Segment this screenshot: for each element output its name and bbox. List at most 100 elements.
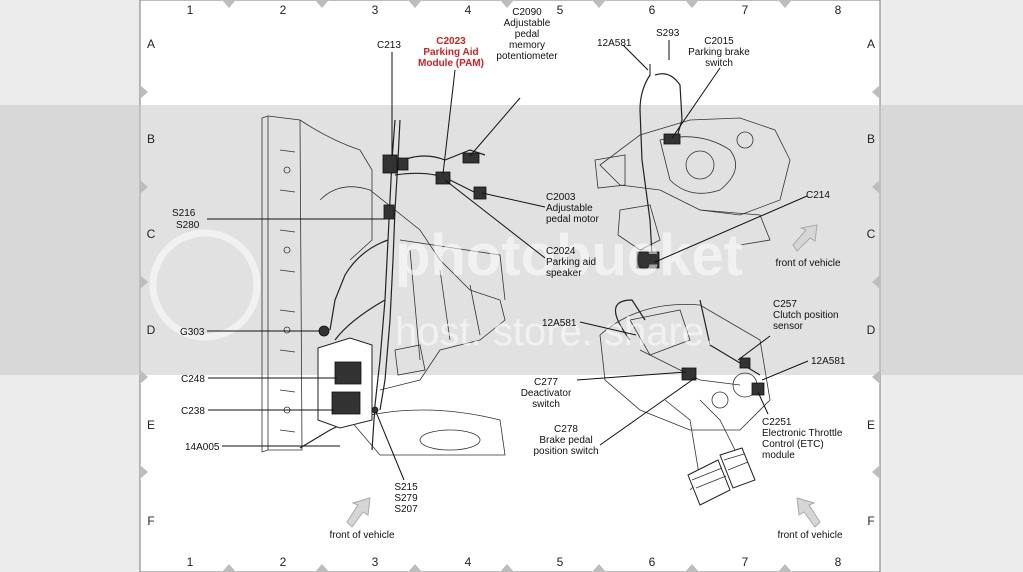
- label-c257-line2: Clutch position: [773, 310, 839, 321]
- row-label: A: [867, 37, 875, 51]
- label-c257-line3: sensor: [773, 321, 804, 332]
- col-label: 6: [649, 3, 656, 17]
- label-c2090-line3: pedal: [515, 29, 539, 40]
- label-c277-id: C277: [534, 377, 558, 388]
- label-s280: S280: [176, 220, 200, 231]
- callouts-right: 12A581 S293 C2015 Parking brake switch C…: [521, 28, 846, 541]
- col-label: 3: [372, 3, 379, 17]
- grid-rows-left: A B C D E F: [147, 37, 156, 528]
- label-c2024-line3: speaker: [546, 268, 582, 279]
- label-c2023-id: C2023: [436, 36, 466, 47]
- col-label: 5: [557, 555, 564, 569]
- label-c277-line2: Deactivator: [521, 388, 572, 399]
- label-c278-line3: position switch: [533, 446, 598, 457]
- col-label: 6: [649, 555, 656, 569]
- label-c2015-line2: Parking brake: [688, 47, 750, 58]
- watermark-band: [0, 105, 1023, 375]
- row-label: E: [147, 418, 155, 432]
- label-c248: C248: [181, 374, 205, 385]
- callouts-left: C213 C2023 Parking Aid Module (PAM) C209…: [172, 7, 599, 541]
- connector-c213: [382, 154, 398, 174]
- ground-g303: [318, 325, 330, 337]
- row-label: C: [147, 227, 156, 241]
- label-front-of-vehicle: front of vehicle: [775, 258, 840, 269]
- label-s293: S293: [656, 28, 680, 39]
- label-c214: C214: [806, 190, 830, 201]
- row-label: B: [867, 132, 875, 146]
- label-c2251-id: C2251: [762, 417, 792, 428]
- col-label: 8: [835, 3, 842, 17]
- row-label: C: [867, 227, 876, 241]
- col-label: 5: [557, 3, 564, 17]
- label-s207: S207: [394, 504, 418, 515]
- col-label: 3: [372, 555, 379, 569]
- label-c2003-line2: Adjustable: [546, 203, 593, 214]
- col-label: 2: [280, 555, 287, 569]
- label-front-of-vehicle: front of vehicle: [329, 530, 394, 541]
- connector-c2015: [663, 133, 681, 145]
- grid-rows-right: A B C D E F: [867, 37, 876, 528]
- col-label: 2: [280, 3, 287, 17]
- label-c2090-line5: potentiometer: [496, 51, 558, 62]
- label-c2251-line2: Electronic Throttle: [762, 428, 843, 439]
- label-front-of-vehicle: front of vehicle: [777, 530, 842, 541]
- connector-c257: [739, 357, 751, 369]
- splice-s215: [371, 406, 379, 414]
- label-c278-line2: Brake pedal: [539, 435, 592, 446]
- row-label: A: [147, 37, 155, 51]
- label-c2015-line3: switch: [705, 58, 733, 69]
- connector-c2090: [462, 152, 480, 164]
- label-g303: G303: [180, 327, 205, 338]
- label-12a581-top: 12A581: [597, 38, 632, 49]
- row-label: F: [867, 514, 874, 528]
- label-c2251-line4: module: [762, 450, 795, 461]
- col-label: 1: [187, 555, 194, 569]
- watermark-text: photobucket: [395, 223, 743, 288]
- row-label: B: [147, 132, 155, 146]
- label-c277-line3: switch: [532, 399, 560, 410]
- label-12a581-mid: 12A581: [542, 318, 577, 329]
- grid-ticks: [140, 0, 880, 572]
- arrow-icon: [346, 224, 821, 528]
- label-c2090-line2: Adjustable: [504, 18, 551, 29]
- label-s279: S279: [394, 493, 418, 504]
- label-c2024-id: C2024: [546, 246, 576, 257]
- label-c2003-id: C2003: [546, 192, 576, 203]
- label-14a005: 14A005: [185, 442, 220, 453]
- row-label: E: [867, 418, 875, 432]
- col-label: 7: [742, 3, 749, 17]
- col-label: 4: [465, 3, 472, 17]
- label-c2023-line2: Parking Aid: [423, 47, 478, 58]
- label-c278-id: C278: [554, 424, 578, 435]
- label-12a581-right: 12A581: [811, 356, 846, 367]
- row-label: D: [867, 323, 876, 337]
- row-label: F: [147, 514, 154, 528]
- left-assembly-drawing: [261, 115, 506, 456]
- label-s216: S216: [172, 208, 196, 219]
- col-label: 4: [465, 555, 472, 569]
- col-label: 1: [187, 3, 194, 17]
- watermark: photobucket host. store. share.: [149, 223, 743, 354]
- label-c2023-line3: Module (PAM): [418, 58, 484, 69]
- parking-brake-drawing: [594, 64, 791, 269]
- label-c2090-id: C2090: [512, 7, 542, 18]
- col-label: 7: [742, 555, 749, 569]
- label-c2090-line4: memory: [509, 40, 545, 51]
- label-c2015-id: C2015: [704, 36, 734, 47]
- grid-columns-bottom: 1 2 3 4 5 6 7 8: [187, 555, 842, 569]
- label-c213: C213: [377, 40, 401, 51]
- label-c257-id: C257: [773, 299, 797, 310]
- col-label: 8: [835, 555, 842, 569]
- pedal-box-drawing: [599, 299, 771, 506]
- label-c2251-line3: Control (ETC): [762, 439, 824, 450]
- watermark-subtext: host. store. share.: [395, 310, 715, 354]
- label-c2003-line3: pedal motor: [546, 214, 599, 225]
- label-s215: S215: [394, 482, 418, 493]
- connector-c277: [681, 367, 697, 381]
- connector-c2251: [751, 382, 765, 396]
- connector-c2003: [473, 186, 487, 200]
- label-c2024-line2: Parking aid: [546, 257, 596, 268]
- grid-columns-top: 1 2 3 4 5 6 7 8: [187, 3, 842, 17]
